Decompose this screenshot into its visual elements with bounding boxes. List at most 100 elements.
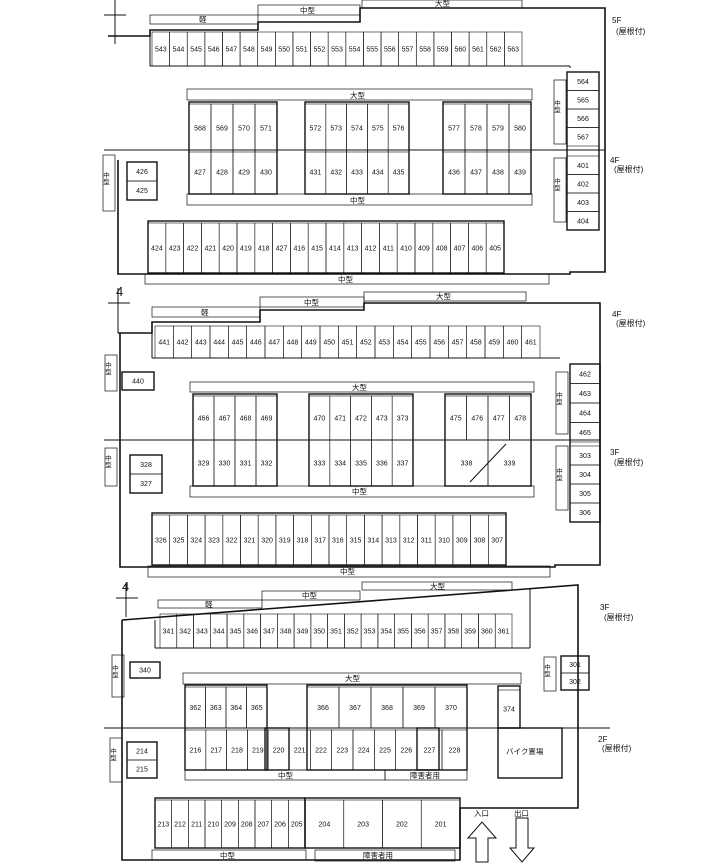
space-number: 430 (260, 170, 272, 177)
space-number: 422 (187, 246, 199, 253)
space-number: 579 (492, 126, 504, 133)
space-number: 438 (492, 170, 504, 177)
space-number: 412 (365, 246, 377, 253)
space-number: 573 (330, 126, 342, 133)
space-number: 432 (330, 170, 342, 177)
parking-space: 311 (417, 514, 436, 566)
parking-space: 328 (129, 454, 163, 475)
label-ogata: 大型 (430, 581, 445, 591)
space-number: 548 (243, 47, 255, 54)
parking-space: 453 (374, 325, 394, 359)
space-number: 318 (297, 538, 309, 545)
parking-space: 561 (468, 31, 488, 67)
space-number: 572 (310, 126, 322, 133)
parking-space: 406 (468, 222, 487, 274)
label-ogata: 大型 (350, 90, 365, 100)
space-number: 206 (274, 822, 286, 829)
space-number: 314 (367, 538, 379, 545)
space-number: 201 (435, 822, 447, 829)
space-number: 370 (445, 705, 457, 712)
parking-space: 213 (154, 799, 172, 849)
parking-space: 332 (255, 439, 278, 487)
label-chugata: 中型 (304, 297, 319, 307)
parking-space: 368 (370, 686, 404, 729)
parking-space: 449 (301, 325, 321, 359)
parking-space: 576 (387, 103, 410, 153)
space-number: 302 (569, 679, 581, 686)
parking-space: 404 (566, 211, 600, 231)
space-number: 315 (350, 538, 362, 545)
parking-space: 224 (352, 729, 375, 771)
parking-space: 223 (331, 729, 354, 771)
space-number: 564 (577, 79, 589, 86)
space-number: 465 (579, 430, 591, 437)
space-number: 427 (276, 246, 288, 253)
parking-space: 470 (308, 395, 331, 441)
parking-space: 473 (371, 395, 393, 441)
space-number: 428 (216, 170, 228, 177)
parking-space: 220 (267, 729, 290, 771)
parking-space: 433 (346, 149, 368, 195)
parking-space: 443 (191, 325, 211, 359)
parking-space: 353 (360, 613, 379, 649)
section-floor4-3 (104, 288, 601, 578)
parking-space: 427 (188, 149, 212, 195)
label-shogai: 障害者用 (363, 850, 393, 860)
side-zone-label: 中型 (553, 99, 561, 114)
space-number: 425 (136, 188, 148, 195)
space-number: 472 (355, 416, 367, 423)
parking-space: 215 (126, 759, 158, 779)
parking-space: 476 (466, 395, 489, 441)
space-number: 359 (464, 629, 476, 636)
space-number: 355 (397, 629, 409, 636)
parking-space: 441 (154, 325, 174, 359)
space-number: 556 (384, 47, 396, 54)
parking-space: 316 (328, 514, 348, 566)
parking-space: 210 (204, 799, 222, 849)
space-number: 321 (244, 538, 256, 545)
parking-space: 374 (497, 689, 521, 729)
space-number: 409 (418, 246, 430, 253)
space-number: 408 (436, 246, 448, 253)
space-number: 551 (296, 47, 308, 54)
space-number: 221 (294, 748, 306, 755)
parking-space: 340 (129, 661, 161, 679)
section-floor5-4 (102, 0, 606, 285)
parking-space: 556 (380, 31, 399, 67)
space-number: 339 (504, 461, 516, 468)
space-number: 415 (311, 246, 323, 253)
parking-space: 574 (346, 103, 368, 153)
space-number: 467 (219, 416, 231, 423)
space-number: 205 (291, 822, 303, 829)
parking-space: 478 (509, 395, 532, 441)
space-number: 423 (169, 246, 181, 253)
parking-space: 457 (448, 325, 467, 359)
space-number: 369 (413, 705, 425, 712)
label-ogata: 大型 (436, 291, 451, 301)
space-number: 457 (452, 340, 464, 347)
space-number: 464 (579, 410, 591, 417)
space-number: 411 (383, 246, 394, 253)
space-number: 361 (498, 629, 510, 636)
space-number: 449 (305, 340, 317, 347)
label-kei: 軽 (199, 15, 207, 24)
label-chugata: 中型 (352, 486, 367, 496)
floor-roof-4f: (屋根付) (614, 164, 644, 174)
space-number: 348 (280, 629, 292, 636)
space-number: 559 (437, 47, 449, 54)
side-zone-label: 中型 (543, 663, 551, 678)
parking-space: 436 (442, 149, 466, 195)
space-number: 442 (177, 340, 189, 347)
parking-space: 464 (569, 402, 601, 423)
space-number: 565 (577, 97, 589, 104)
parking-space: 560 (451, 31, 470, 67)
parking-space: 323 (204, 514, 224, 566)
parking-space: 575 (367, 103, 389, 153)
space-number: 435 (393, 170, 405, 177)
space-number: 404 (577, 218, 589, 225)
parking-space: 424 (147, 222, 167, 274)
parking-space: 366 (306, 686, 340, 729)
parking-space: 549 (257, 31, 276, 67)
space-number: 344 (213, 629, 225, 636)
parking-space: 314 (364, 514, 383, 566)
